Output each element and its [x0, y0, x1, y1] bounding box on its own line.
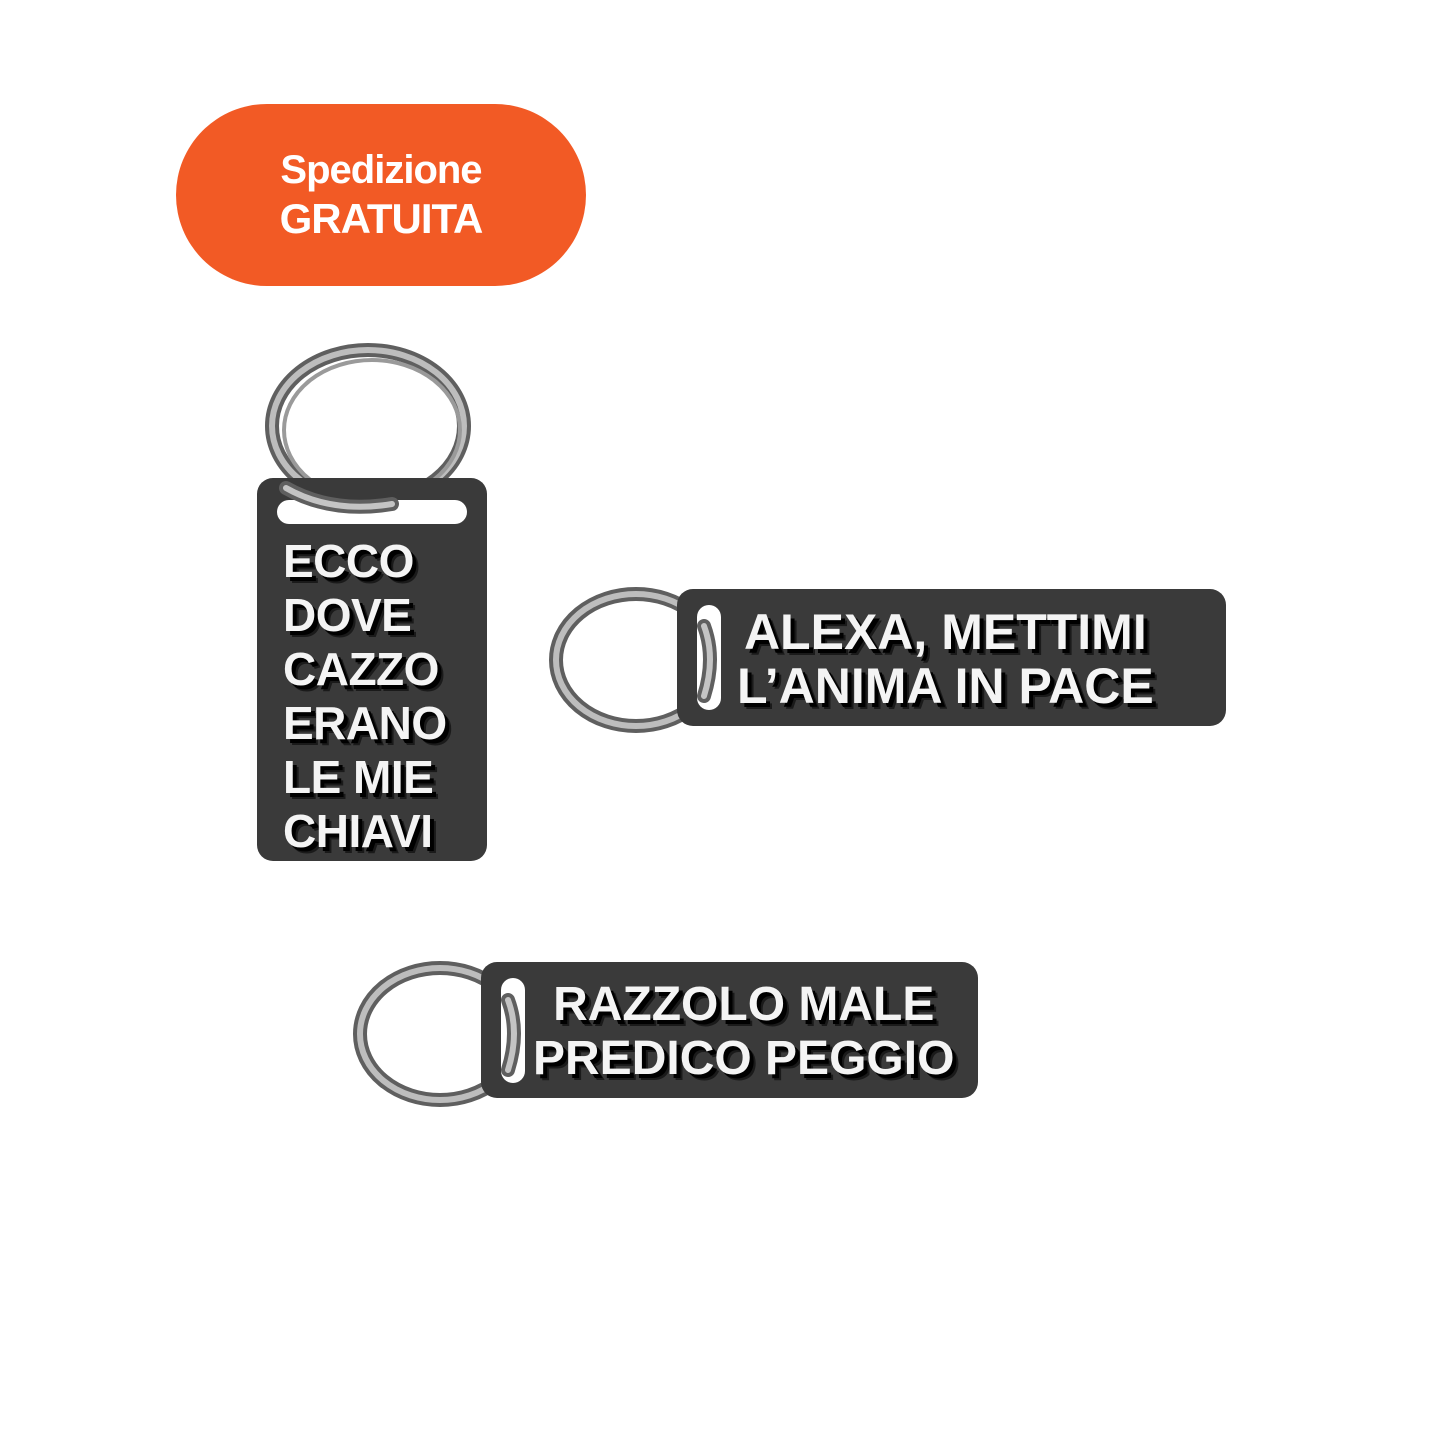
keychain-tag-razzolo: RAZZOLO MALE PREDICO PEGGIO [481, 962, 978, 1098]
key-ring-front-icon [501, 993, 521, 1077]
tag-line: PREDICO PEGGIO [533, 1032, 955, 1085]
tag-line: L’ANIMA IN PACE [737, 658, 1154, 714]
tag-line: DOVE [283, 589, 412, 641]
badge-line-2: GRATUITA [279, 194, 484, 242]
tag-line: ECCO [283, 535, 414, 587]
tag-text: RAZZOLO MALE PREDICO PEGGIO [533, 978, 954, 1086]
tag-line: LE MIE [283, 751, 434, 803]
keychain-tag-ecco-dove: ECCO DOVE CAZZO ERANO LE MIE CHIAVI [257, 478, 487, 861]
tag-text: ECCO DOVE CAZZO ERANO LE MIE CHIAVI [283, 534, 447, 858]
tag-line: RAZZOLO MALE [553, 978, 935, 1031]
tag-line: CAZZO [283, 643, 439, 695]
badge-line-1: Spedizione [280, 147, 482, 192]
key-ring-front-icon [279, 481, 399, 514]
keychain-tag-alexa: ALEXA, METTIMI L’ANIMA IN PACE [677, 589, 1226, 726]
tag-text: ALEXA, METTIMI L’ANIMA IN PACE [737, 605, 1154, 713]
tag-line: ALEXA, METTIMI [743, 604, 1147, 660]
free-shipping-badge: Spedizione GRATUITA [176, 104, 586, 286]
key-ring-front-icon [697, 619, 717, 703]
tag-line: ERANO [283, 697, 447, 749]
tag-line: CHIAVI [283, 805, 433, 857]
